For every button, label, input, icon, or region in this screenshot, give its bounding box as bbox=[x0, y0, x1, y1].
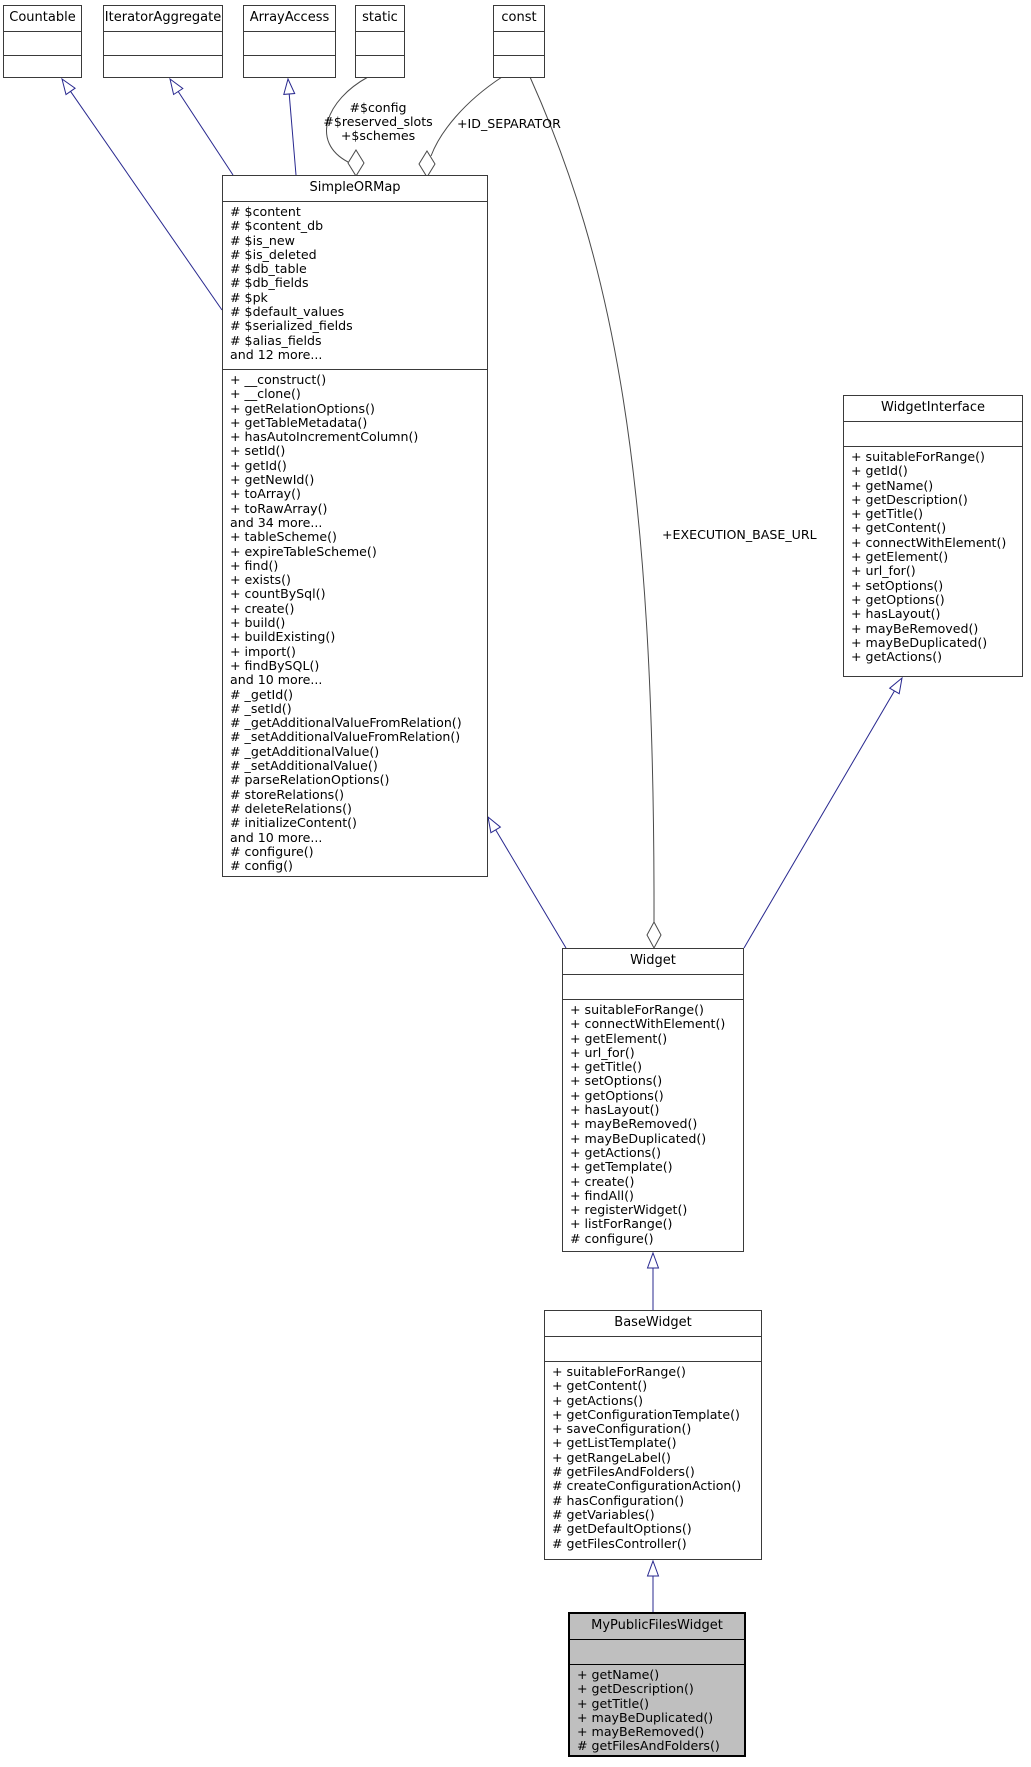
edge-label-execution-base-url: +EXECUTION_BASE_URL bbox=[662, 527, 817, 542]
empty-attributes-compartment bbox=[356, 31, 404, 55]
class-box-simpleormap: SimpleORMap # $content # $content_db # $… bbox=[222, 175, 488, 877]
class-box-const: const bbox=[493, 5, 545, 78]
edge-label-static-members: #$config #$reserved_slots +$schemes bbox=[323, 100, 433, 143]
class-box-widget: Widget + suitableForRange() + connectWit… bbox=[562, 948, 744, 1252]
inheritance-edge-simpleormap-countable bbox=[61, 77, 223, 311]
aggregation-edge-const-simpleormap bbox=[418, 76, 503, 178]
class-box-array-access: ArrayAccess bbox=[243, 5, 336, 78]
class-attributes bbox=[545, 1336, 761, 1361]
class-methods: + suitableForRange() + getContent() + ge… bbox=[545, 1361, 761, 1561]
aggregation-edge-const-widget bbox=[529, 76, 662, 950]
empty-methods-compartment bbox=[244, 55, 335, 79]
class-box-basewidget: BaseWidget + suitableForRange() + getCon… bbox=[544, 1310, 762, 1560]
edge-label-id-separator: +ID_SEPARATOR bbox=[457, 116, 561, 131]
inheritance-edge-simpleormap-arrayaccess bbox=[283, 77, 297, 176]
class-box-iterator-aggregate: IteratorAggregate bbox=[103, 5, 223, 78]
inheritance-edge-widget-simpleormap bbox=[487, 815, 567, 949]
empty-methods-compartment bbox=[4, 55, 81, 79]
class-title: Widget bbox=[630, 953, 676, 968]
class-methods: + __construct() + __clone() + getRelatio… bbox=[223, 369, 487, 878]
class-title: static bbox=[362, 10, 398, 25]
class-title: IteratorAggregate bbox=[104, 10, 222, 25]
class-attributes bbox=[844, 421, 1022, 446]
class-attributes: # $content # $content_db # $is_new # $is… bbox=[223, 201, 487, 369]
class-attributes bbox=[570, 1639, 744, 1664]
class-attributes bbox=[563, 974, 743, 999]
empty-methods-compartment bbox=[356, 55, 404, 79]
class-box-static: static bbox=[355, 5, 405, 78]
class-title: const bbox=[501, 10, 537, 25]
empty-attributes-compartment bbox=[4, 31, 81, 55]
class-title: ArrayAccess bbox=[249, 10, 330, 25]
empty-attributes-compartment bbox=[104, 31, 222, 55]
inheritance-edge-simpleormap-iteratoraggregate bbox=[169, 77, 234, 176]
class-methods: + getName() + getDescription() + getTitl… bbox=[570, 1664, 744, 1759]
class-title: Countable bbox=[9, 10, 76, 25]
class-title: BaseWidget bbox=[614, 1315, 692, 1330]
empty-attributes-compartment bbox=[494, 31, 544, 55]
inheritance-edge-mypublicfileswidget-basewidget bbox=[646, 1559, 660, 1612]
inheritance-edge-widget-widgetinterface bbox=[743, 676, 903, 949]
class-title: MyPublicFilesWidget bbox=[591, 1618, 723, 1633]
inheritance-edge-basewidget-widget bbox=[646, 1251, 660, 1310]
class-box-widgetinterface: WidgetInterface + suitableForRange() + g… bbox=[843, 395, 1023, 677]
class-title: SimpleORMap bbox=[309, 180, 401, 195]
empty-methods-compartment bbox=[104, 55, 222, 79]
class-methods: + suitableForRange() + getId() + getName… bbox=[844, 446, 1022, 678]
class-title: WidgetInterface bbox=[881, 400, 985, 415]
class-box-mypublicfileswidget: MyPublicFilesWidget + getName() + getDes… bbox=[568, 1612, 746, 1757]
class-box-countable: Countable bbox=[3, 5, 82, 78]
class-methods: + suitableForRange() + connectWithElemen… bbox=[563, 999, 743, 1253]
empty-attributes-compartment bbox=[244, 31, 335, 55]
empty-methods-compartment bbox=[494, 55, 544, 79]
